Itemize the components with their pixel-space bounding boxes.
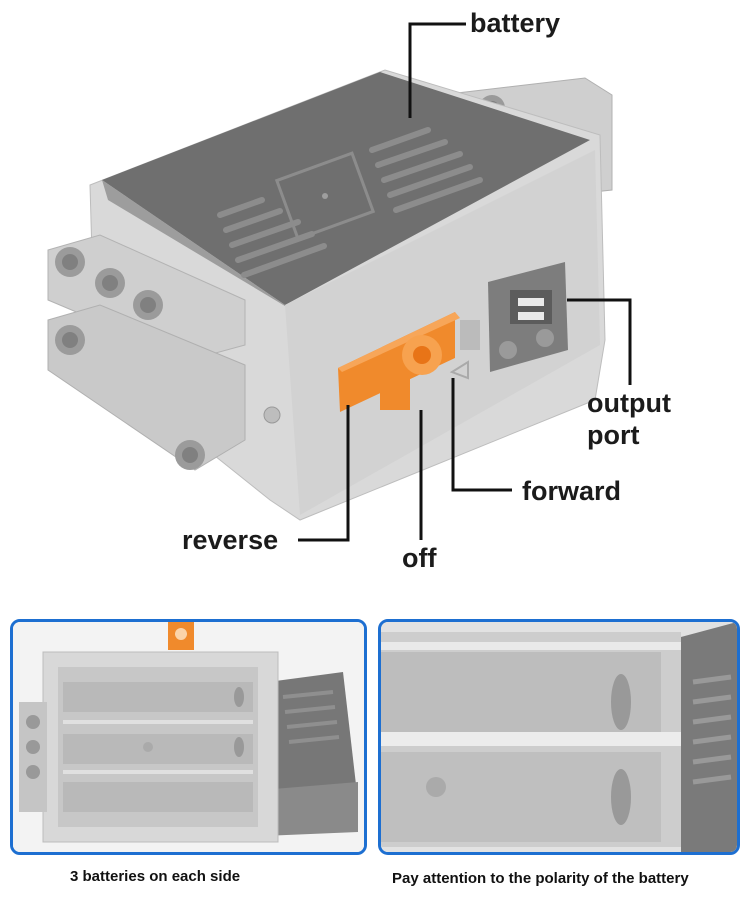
left-battery-photo bbox=[10, 619, 367, 855]
left-caption: 3 batteries on each side bbox=[70, 868, 241, 885]
battery-box-illustration bbox=[47, 22, 632, 542]
forward-label: forward bbox=[522, 476, 622, 506]
battery-label: battery bbox=[470, 8, 561, 38]
left-beams bbox=[47, 234, 246, 471]
output-port bbox=[488, 262, 568, 372]
reverse-label: reverse bbox=[182, 525, 279, 555]
right-caption: Pay attention to the polarity of the bat… bbox=[392, 870, 689, 887]
output-port-callout-line bbox=[567, 298, 632, 385]
output-port-label-line1: output bbox=[587, 388, 671, 418]
polarity-closeup-illustration bbox=[381, 622, 737, 852]
off-label: off bbox=[402, 543, 437, 573]
reverse-callout-line bbox=[298, 405, 350, 542]
output-port-label-line2: port bbox=[587, 420, 640, 450]
battery-callout-line bbox=[408, 22, 466, 118]
open-compartment-illustration bbox=[13, 622, 364, 852]
right-battery-photo bbox=[378, 619, 740, 855]
forward-callout-line bbox=[451, 378, 512, 492]
direction-switch bbox=[338, 312, 480, 412]
